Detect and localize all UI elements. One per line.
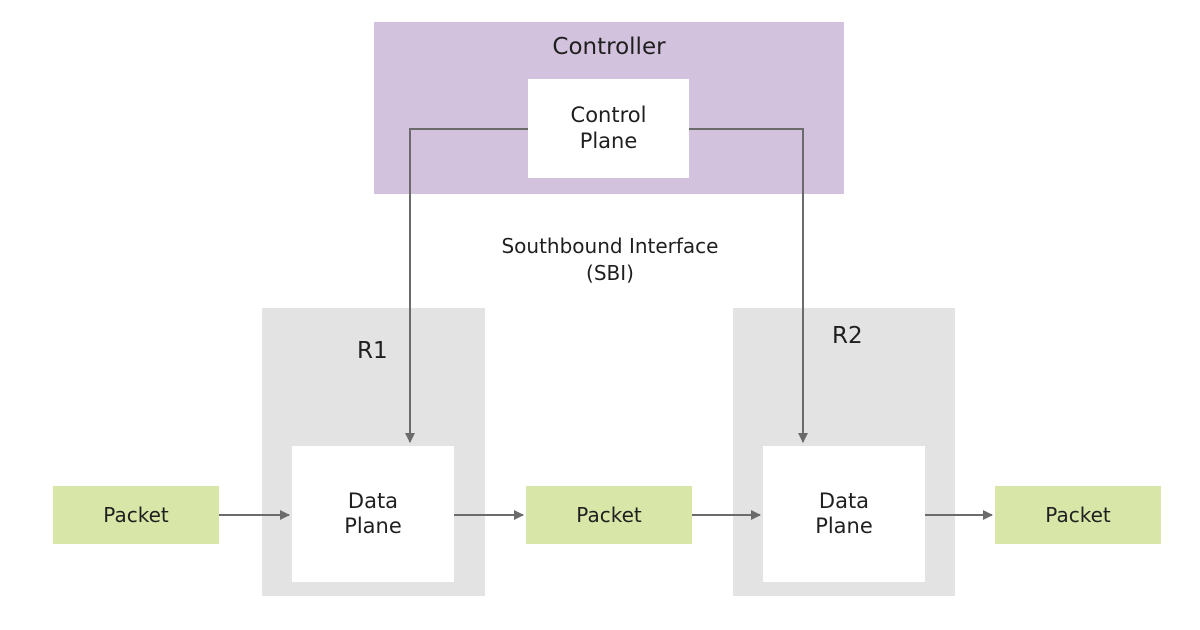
packet-input: Packet <box>53 486 219 544</box>
control-plane-box: Control Plane <box>528 79 689 178</box>
packet-output: Packet <box>995 486 1161 544</box>
packet-transit: Packet <box>526 486 692 544</box>
router-r1-data-plane: Data Plane <box>292 446 454 582</box>
router-r1-label: R1 <box>357 338 388 364</box>
controller-title: Controller <box>552 34 666 60</box>
router-r2-label: R2 <box>832 323 863 349</box>
southbound-interface-label: Southbound Interface (SBI) <box>501 234 719 285</box>
router-r2-data-plane: Data Plane <box>763 446 925 582</box>
